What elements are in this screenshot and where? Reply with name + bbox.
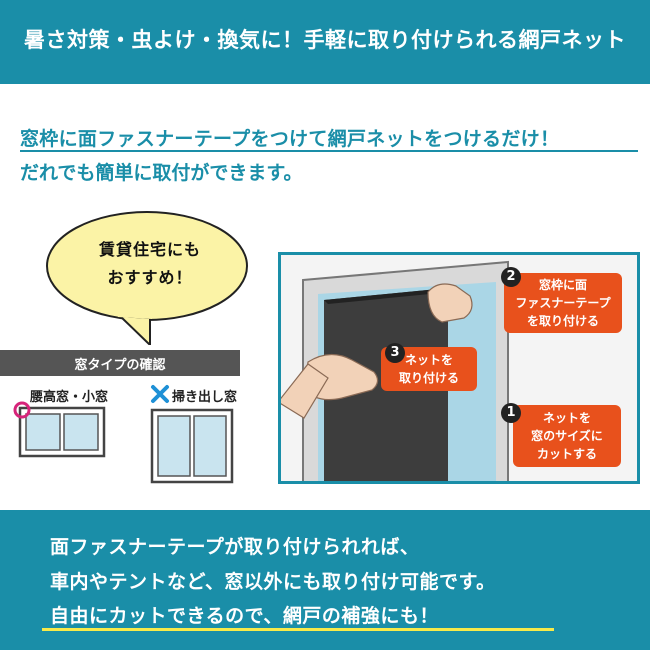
bottom-line-3-underline <box>42 628 554 631</box>
bottom-line-1: 面ファスナーテープが取り付けられれば、 <box>50 536 420 558</box>
small-window-icon <box>13 401 106 458</box>
step-1-box: ネットを 窓のサイズに カットする <box>513 405 621 467</box>
step-3-line-2: 取り付ける <box>398 371 459 385</box>
bottom-line-3: 自由にカットできるので、網戸の補強にも！ <box>50 605 439 627</box>
top-banner: 暑さ対策・虫よけ・換気に！手軽に取り付けられる網戸ネット <box>0 0 650 84</box>
step-2-line-1: 窓枠に面 <box>538 278 587 292</box>
bottom-panel <box>0 510 650 650</box>
step-2-number: 2 <box>501 267 521 287</box>
install-illustration: 窓枠に面 ファスナーテープ を取り付ける 2 ネットを 取り付ける 3 ネットを… <box>278 252 640 484</box>
step-3-number: 3 <box>385 343 405 363</box>
lead-underline <box>20 150 638 152</box>
lead-line-2: だれでも簡単に取付ができます。 <box>20 162 303 184</box>
banner-title: 暑さ対策・虫よけ・換気に！手軽に取り付けられる網戸ネット <box>24 28 626 52</box>
step-1-number: 1 <box>501 403 521 423</box>
ng-window-label: 掃き出し窓 <box>172 390 238 405</box>
window-type-title: 窓タイプの確認 <box>74 358 166 373</box>
bubble-line-2: おすすめ！ <box>107 268 193 287</box>
ng-cross-icon <box>151 385 169 403</box>
speech-bubble <box>46 211 248 345</box>
step-1-line-3: カットする <box>536 447 597 461</box>
step-1-line-1: ネットを <box>542 411 591 425</box>
step-3-line-1: ネットを <box>404 353 453 367</box>
step-2-box: 窓枠に面 ファスナーテープ を取り付ける <box>504 273 622 333</box>
step-2-line-2: ファスナーテープ <box>515 296 611 310</box>
ok-window-label: 腰高窓・小窓 <box>30 390 109 405</box>
lead-line-1: 窓枠に面ファスナーテープをつけて網戸ネットをつけるだけ！ <box>20 128 560 150</box>
bottom-line-2: 車内やテントなど、窓以外にも取り付け可能です。 <box>50 571 496 593</box>
bubble-text: 賃貸住宅にも おすすめ！ <box>70 236 230 292</box>
sweep-window-icon <box>150 408 234 484</box>
step-3-box: ネットを 取り付ける <box>381 347 477 391</box>
step-2-line-3: を取り付ける <box>526 314 599 328</box>
step-1-line-2: 窓のサイズに <box>531 429 603 443</box>
bubble-line-1: 賃貸住宅にも <box>98 240 201 259</box>
window-type-header: 窓タイプの確認 <box>0 350 240 376</box>
